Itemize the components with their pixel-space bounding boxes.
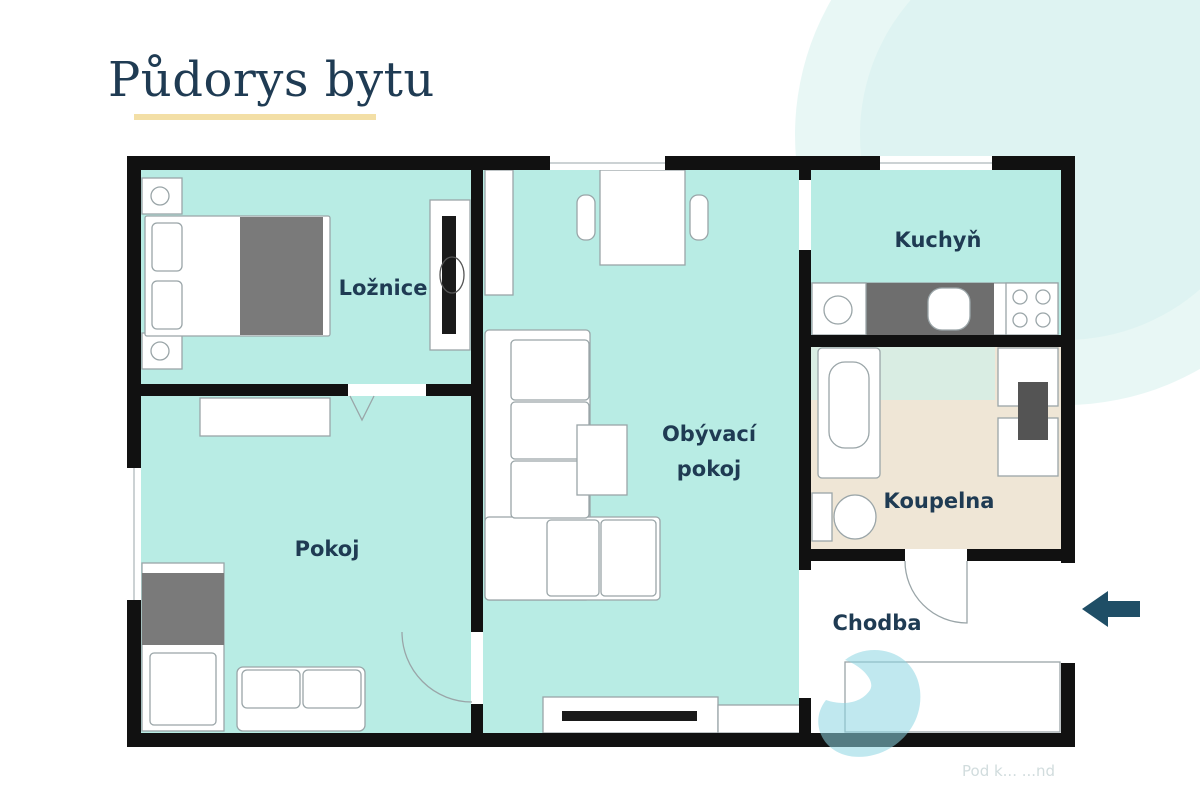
living-room-furniture (484, 169, 804, 734)
door-gap-bedroom (348, 384, 426, 396)
bathroom-furniture (811, 347, 1059, 542)
stove (1005, 282, 1059, 336)
label-obyvaci-1: Obývací (662, 422, 758, 446)
label-obyvaci-2: pokoj (677, 457, 742, 481)
door-gap-pokoj (471, 632, 483, 704)
kitchen-furniture (811, 282, 1059, 336)
door-swings (349, 395, 968, 703)
door-gap-entrance (1061, 563, 1075, 663)
title-underline (134, 114, 376, 120)
room-labels: Ložnice Obývací pokoj Kuchyň Koupelna Po… (295, 228, 995, 635)
watermark-caption: Pod k... ...nd (962, 762, 1055, 780)
window-lines (133, 162, 992, 600)
dining-table (599, 169, 686, 266)
label-loznice: Ložnice (339, 276, 428, 300)
furniture (141, 169, 1061, 734)
label-koupelna: Koupelna (884, 489, 995, 513)
door-gap-hall-living (799, 570, 811, 698)
pokoj-furniture (141, 397, 366, 732)
toilet (811, 492, 833, 542)
page-title: Půdorys bytu (108, 52, 435, 108)
label-chodba: Chodba (832, 611, 921, 635)
entrance-arrow-icon (1082, 591, 1140, 627)
door-gap-kitchen (799, 180, 811, 250)
label-pokoj: Pokoj (295, 537, 360, 561)
watermark-logo (818, 650, 921, 757)
wardrobe (484, 169, 514, 296)
bedroom-furniture (141, 177, 471, 370)
label-kuchyn: Kuchyň (895, 228, 982, 252)
coffee-table (576, 424, 628, 496)
door-gap-bathroom (905, 549, 967, 561)
watermark: Bazos.cz Pod k... ...nd (962, 759, 1185, 781)
watermark-brand: Bazos.cz (1102, 759, 1185, 781)
wardrobe-pokoj (199, 397, 331, 437)
sink-kitchen (927, 287, 971, 331)
